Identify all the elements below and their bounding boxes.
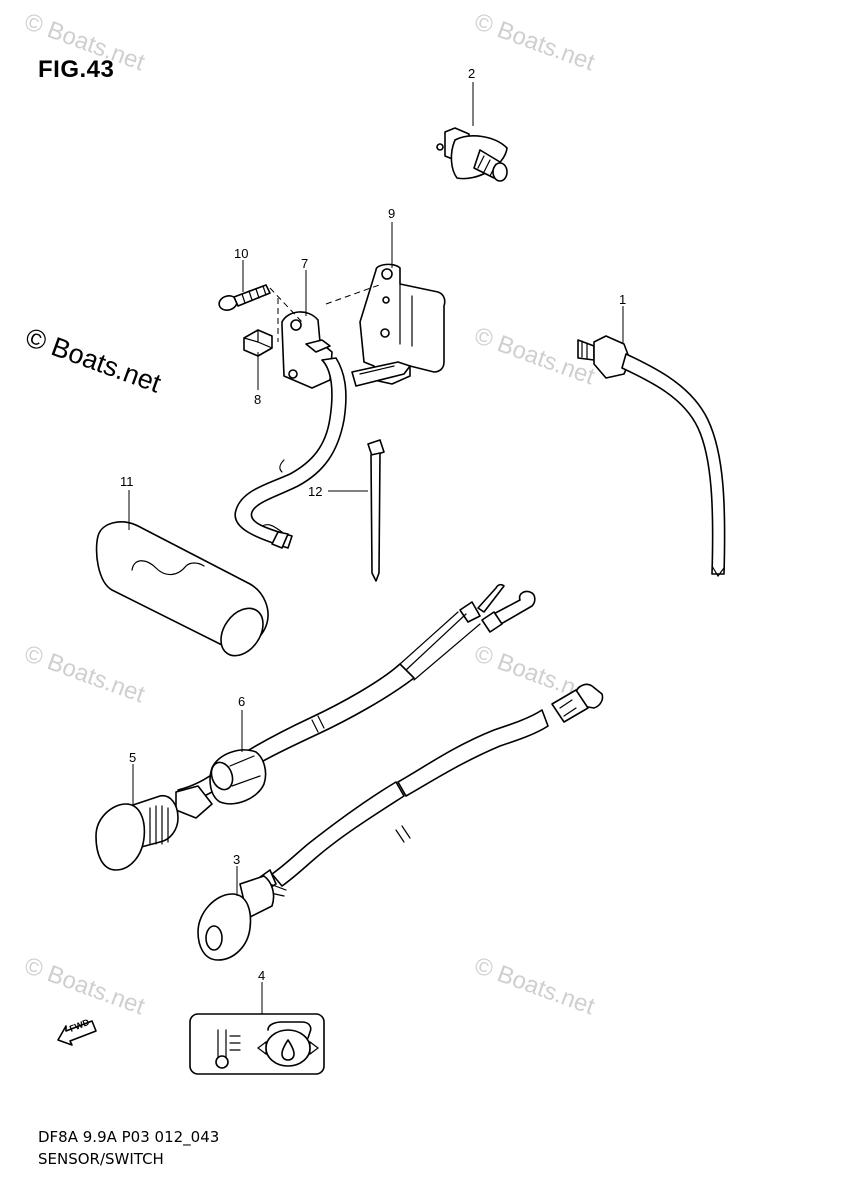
callout-leaders xyxy=(128,82,624,1014)
callout-5: 5 xyxy=(129,750,136,765)
part-2-switch[interactable] xyxy=(436,127,508,182)
callout-7: 7 xyxy=(301,256,308,271)
overheat-icon xyxy=(257,1021,319,1067)
part-12-cable-tie[interactable] xyxy=(367,439,385,582)
part-4-label[interactable] xyxy=(189,1013,325,1075)
figure-code: DF8A 9.9A P03 012_043 xyxy=(38,1128,220,1146)
callout-4: 4 xyxy=(258,968,265,983)
part-7-switch[interactable] xyxy=(234,311,347,549)
callout-9: 9 xyxy=(388,206,395,221)
callout-numbers: 2 9 10 7 8 1 11 12 6 5 3 4 xyxy=(120,66,626,983)
callout-3: 3 xyxy=(233,852,240,867)
part-6-grommet[interactable] xyxy=(208,749,267,805)
callout-8: 8 xyxy=(254,392,261,407)
part-5-switch[interactable] xyxy=(95,785,213,871)
callout-6: 6 xyxy=(238,694,245,709)
assembly-line xyxy=(269,287,303,323)
part-1-sensor[interactable] xyxy=(577,335,726,578)
callout-1: 1 xyxy=(619,292,626,307)
callout-2: 2 xyxy=(468,66,475,81)
part-3-switch-harness[interactable] xyxy=(197,683,604,961)
fwd-arrow-icon: FWD xyxy=(57,1017,97,1046)
callout-11: 11 xyxy=(120,474,134,489)
figure-name: SENSOR/SWITCH xyxy=(38,1150,164,1168)
callout-12: 12 xyxy=(308,484,322,499)
part-10-screw[interactable] xyxy=(217,284,271,312)
part-9-bracket[interactable] xyxy=(351,263,446,387)
temperature-icon xyxy=(215,1029,241,1069)
part-11-tube[interactable] xyxy=(95,521,272,664)
figure-title: FIG.43 xyxy=(38,56,115,83)
callout-10: 10 xyxy=(234,246,248,261)
part-8-nut[interactable] xyxy=(243,329,273,357)
